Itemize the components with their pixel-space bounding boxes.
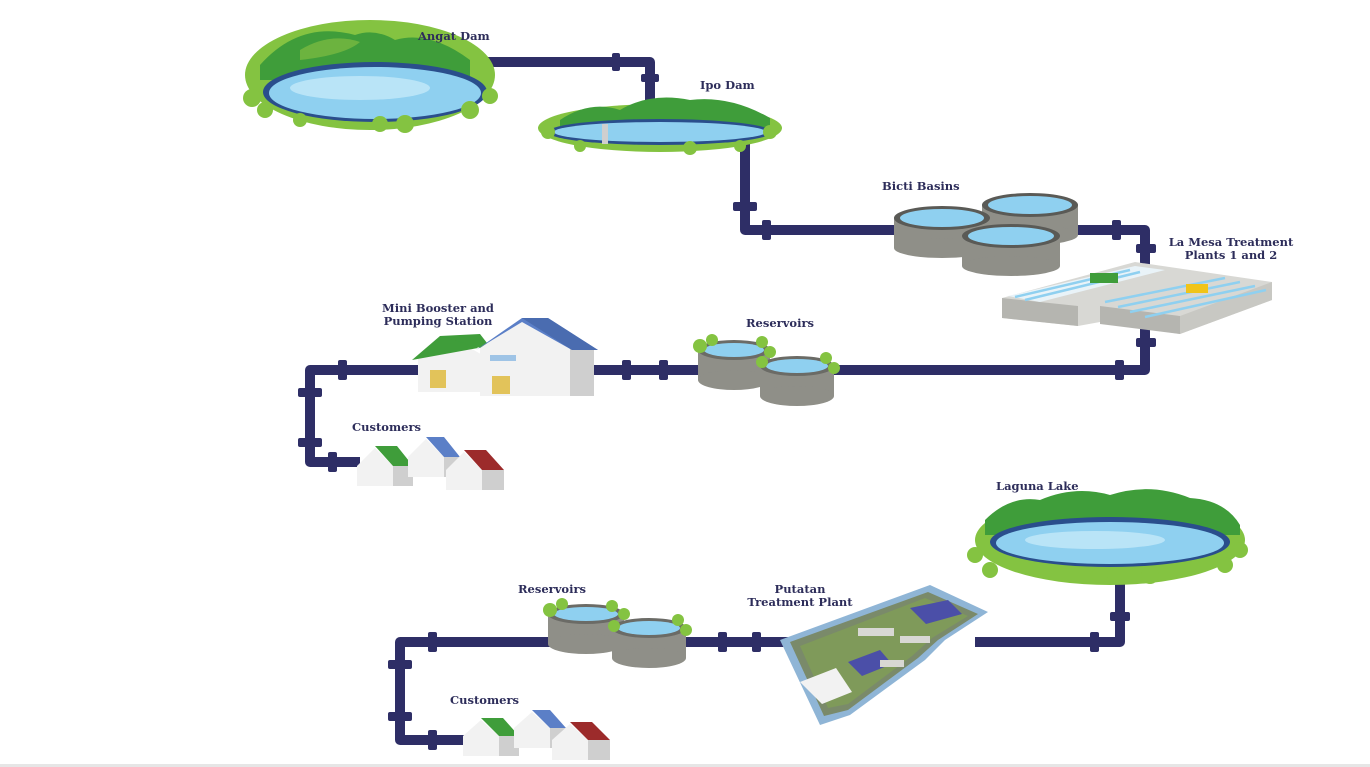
label-la-mesa-line1: La Mesa Treatment <box>1168 235 1294 249</box>
label-bicti-basins: Bicti Basins <box>882 179 960 193</box>
label-reservoirs-upper: Reservoirs <box>746 316 814 330</box>
pumping-station-icon <box>412 318 598 396</box>
house-icon <box>461 718 519 756</box>
bottom-divider <box>0 764 1370 767</box>
customer-houses-upper <box>355 437 504 490</box>
reservoir-tank-icon <box>693 334 776 390</box>
dam-lake-icon <box>243 20 498 133</box>
label-reservoirs-lower: Reservoirs <box>518 582 586 596</box>
dam-lake-icon <box>538 97 782 155</box>
label-customers-lower: Customers <box>450 693 519 707</box>
label-angat-dam: Angat Dam <box>418 29 490 43</box>
house-icon <box>550 722 610 760</box>
reservoir-tank-icon <box>543 598 630 654</box>
reservoir-tank-icon <box>608 614 692 668</box>
house-icon <box>355 446 413 486</box>
house-icon <box>444 450 504 490</box>
pipe-couplings-lower <box>388 612 1130 750</box>
treatment-plant-icon <box>780 585 988 725</box>
settling-basin-icon <box>894 193 1078 276</box>
treatment-plant-icon <box>1002 262 1272 334</box>
label-putatan-line1: Putatan <box>774 582 826 596</box>
lake-icon <box>967 489 1248 585</box>
label-laguna-lake: Laguna Lake <box>996 479 1079 493</box>
label-la-mesa: La Mesa Treatment Plants 1 and 2 <box>1168 236 1294 262</box>
label-la-mesa-line2: Plants 1 and 2 <box>1184 248 1278 262</box>
reservoir-tank-icon <box>756 352 840 406</box>
label-customers-upper: Customers <box>352 420 421 434</box>
label-putatan: Putatan Treatment Plant <box>743 583 857 609</box>
pipe-couplings-upper <box>298 53 1156 472</box>
label-mini-booster: Mini Booster and Pumping Station <box>376 302 500 328</box>
pipe-network-upper <box>305 57 1150 467</box>
label-mini-booster-line2: Pumping Station <box>383 314 493 328</box>
label-ipo-dam: Ipo Dam <box>700 78 755 92</box>
customer-houses-lower <box>461 710 610 760</box>
label-mini-booster-line1: Mini Booster and <box>382 301 494 315</box>
label-putatan-line2: Treatment Plant <box>747 595 853 609</box>
